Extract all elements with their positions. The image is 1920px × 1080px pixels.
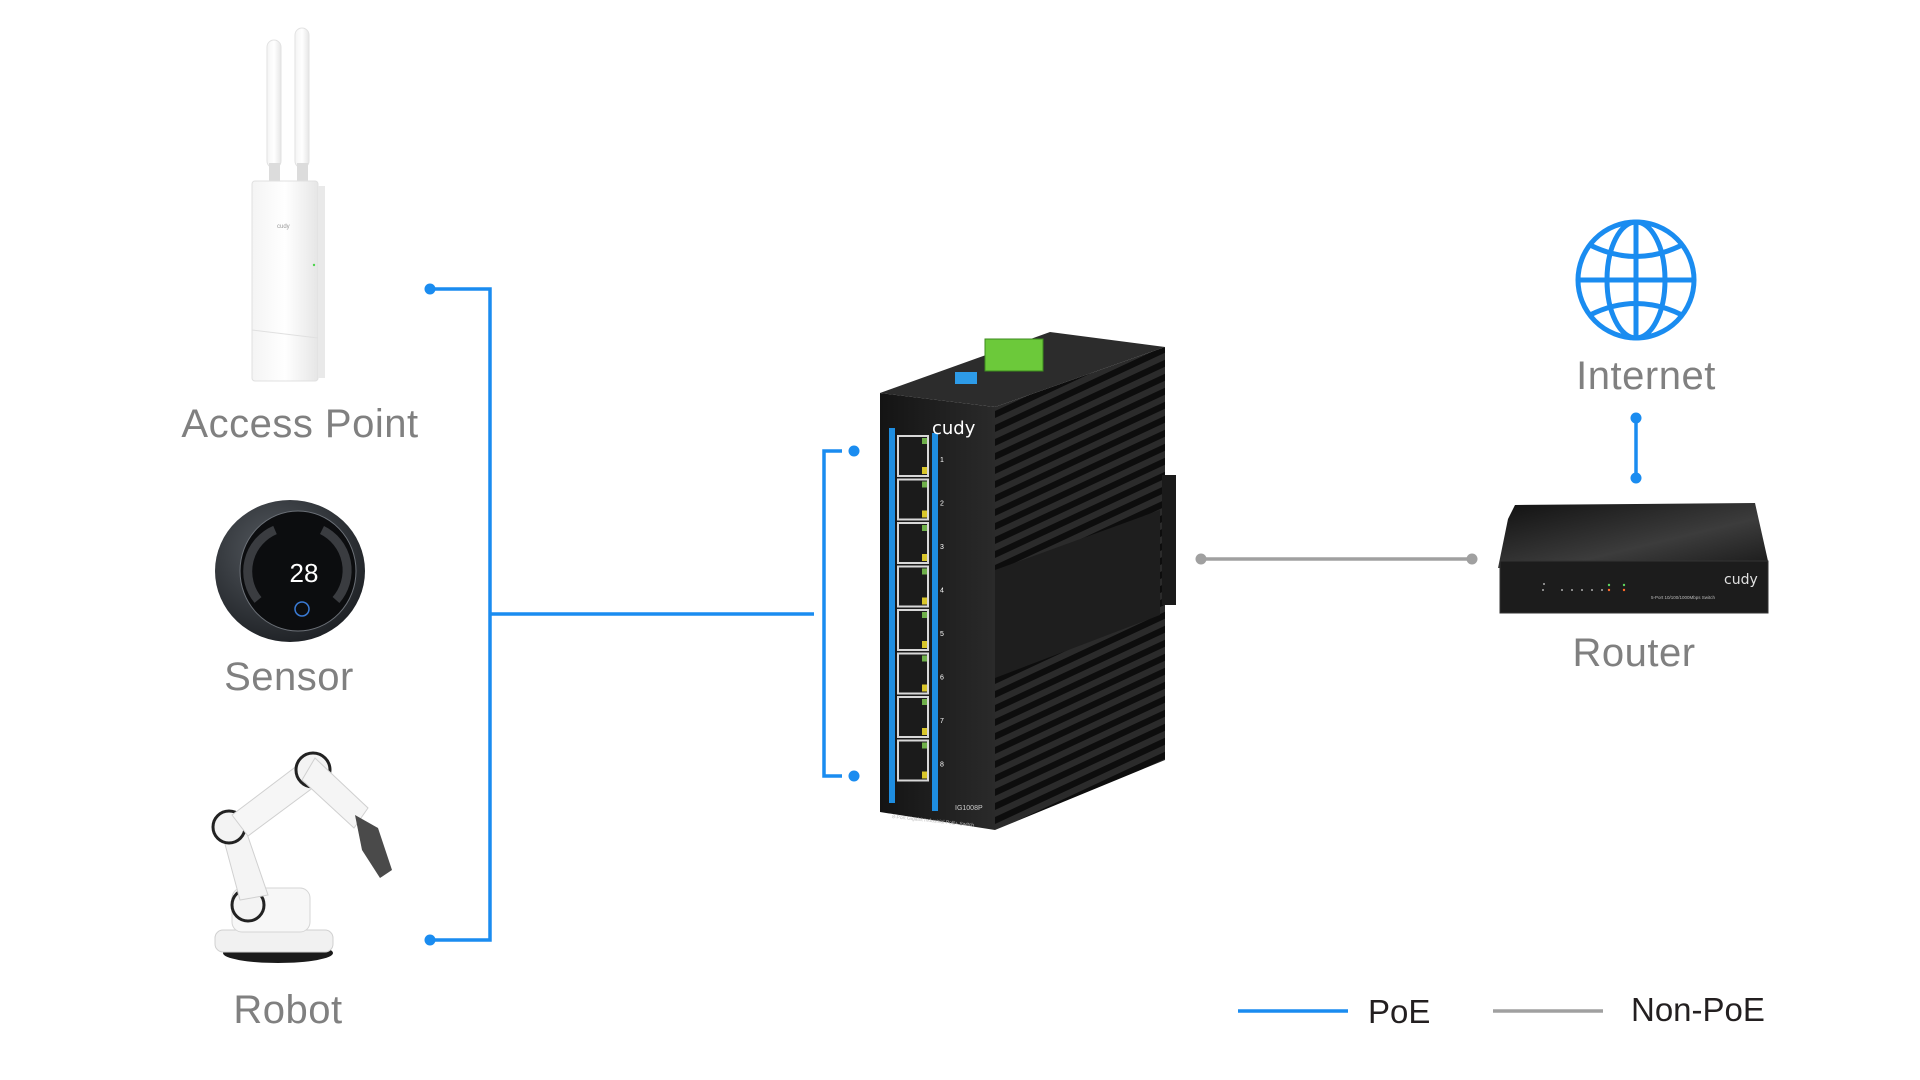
switch-port-led-link xyxy=(922,742,927,749)
legend-poe-label: PoE xyxy=(1368,993,1431,1030)
switch-port-led-link xyxy=(922,612,927,618)
switch-side-panel xyxy=(995,510,1160,678)
access-point-panel-line xyxy=(251,329,319,339)
switch-power-terminal xyxy=(984,338,1044,372)
robot-gripper xyxy=(355,815,392,878)
poe-dot-router-top xyxy=(1630,472,1642,484)
poe-bracket-devices xyxy=(426,287,842,942)
router-logo: cudy xyxy=(1724,572,1758,588)
switch-port-led-link xyxy=(922,525,927,531)
access-point-side xyxy=(318,186,325,378)
switch-ports: 1 2 3 4 5 6 7 8 xyxy=(897,435,944,782)
switch-port-number: 4 xyxy=(940,588,944,595)
poe-bracket-switch xyxy=(822,449,842,778)
antenna-connector-left xyxy=(269,163,280,183)
router-description: 5-Port 10/100/1000Mbps Switch xyxy=(1651,595,1716,600)
sensor-dial-arc-left xyxy=(243,525,277,603)
poe-dot-switch-top xyxy=(848,445,860,457)
sensor-button-icon xyxy=(294,601,310,617)
switch-port-led-poe xyxy=(922,641,927,648)
sensor-dial-arc-right xyxy=(319,525,352,603)
switch-port-number: 1 xyxy=(940,457,944,464)
poe-dot-switch-bottom xyxy=(848,770,860,782)
switch-port-number: 2 xyxy=(940,501,944,508)
switch-dip-switch xyxy=(955,372,977,384)
switch-poe-strip-right xyxy=(932,433,938,811)
non-poe-dot-router xyxy=(1466,553,1478,565)
sensor-temperature-value: 28 xyxy=(290,558,319,588)
switch-port-number: 7 xyxy=(940,718,944,725)
non-poe-dot-switch xyxy=(1195,553,1207,565)
switch-port-number: 8 xyxy=(940,762,944,769)
poe-dot-access-point xyxy=(424,283,436,295)
poe-dot-internet xyxy=(1630,412,1642,424)
switch-port-led-poe xyxy=(922,684,927,692)
switch-logo: cudy xyxy=(932,418,976,439)
switch-port-led-link xyxy=(922,568,927,575)
switch-model: IG1008P xyxy=(955,805,983,812)
router-front xyxy=(1499,560,1769,614)
robot-label: Robot xyxy=(233,988,343,1032)
robot-forearm xyxy=(301,757,369,829)
switch-port-number: 6 xyxy=(940,675,944,682)
switch-port-led-link xyxy=(922,699,927,705)
antenna-connector-right xyxy=(297,163,308,183)
switch-port-led-link xyxy=(922,481,927,488)
sensor-label: Sensor xyxy=(224,655,354,699)
legend-non-poe-label: Non-PoE xyxy=(1631,991,1765,1028)
switch-port-number: 3 xyxy=(940,544,944,551)
router-label: Router xyxy=(1572,631,1696,675)
switch-port-led-poe xyxy=(922,728,927,735)
switch-port-led-link xyxy=(922,438,927,444)
switch-port-led-poe xyxy=(922,771,927,779)
router-leds xyxy=(1542,583,1626,592)
access-point-logo: cudy xyxy=(277,224,290,230)
switch-poe-strip-left xyxy=(889,428,895,803)
switch-port-led-poe xyxy=(922,467,927,474)
internet-label: Internet xyxy=(1576,354,1716,398)
poe-dot-robot xyxy=(424,934,436,946)
switch-port-led-poe xyxy=(922,510,927,518)
sensor-face xyxy=(239,510,357,632)
router-top xyxy=(1498,503,1768,568)
switch-port-led-poe xyxy=(922,597,927,605)
switch-port xyxy=(897,652,929,695)
switch-port-led-link xyxy=(922,655,927,662)
din-rail-clip xyxy=(1162,475,1176,605)
access-point-led xyxy=(312,263,316,267)
switch-port-led-poe xyxy=(922,554,927,561)
switch-port-number: 5 xyxy=(940,631,944,638)
access-point-label: Access Point xyxy=(181,402,419,446)
